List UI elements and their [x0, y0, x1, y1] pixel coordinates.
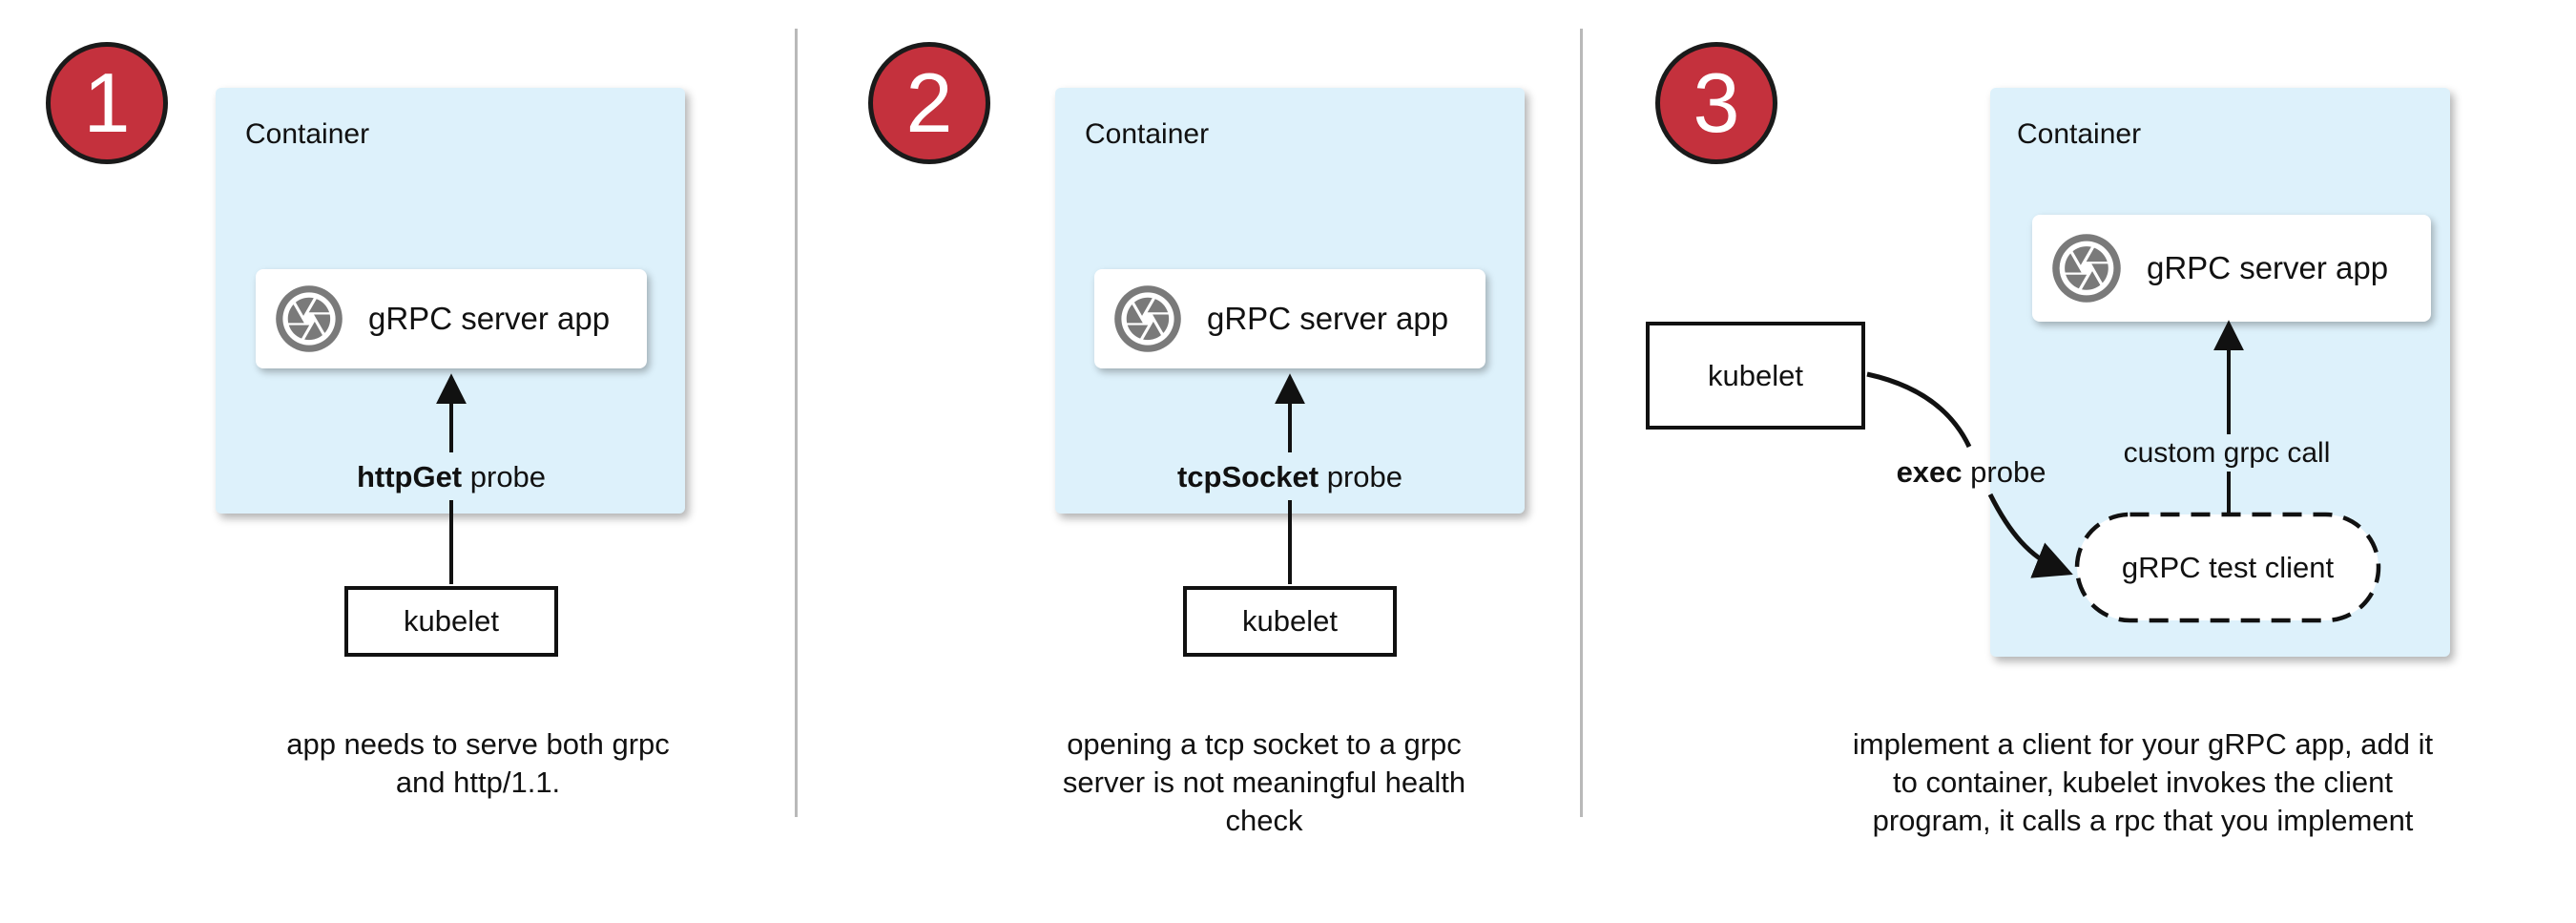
- step-number: 3: [1693, 55, 1740, 150]
- probe-label-1: httpGet probe: [260, 460, 642, 494]
- grpc-server-app-box-3: gRPC server app: [2032, 215, 2431, 322]
- exec-probe-label: exec probe: [1828, 455, 2114, 490]
- custom-grpc-call-label: custom grpc call: [2123, 437, 2331, 469]
- app-box-label: gRPC server app: [1207, 301, 1449, 336]
- test-client-text: gRPC test client: [2121, 550, 2335, 584]
- kubelet-box-1: kubelet: [344, 586, 558, 657]
- caption-line: and http/1.1.: [395, 766, 561, 799]
- step-badge-2: 2: [868, 42, 990, 164]
- caption-line: to container, kubelet invokes the client: [1893, 766, 2393, 799]
- caption-line: opening a tcp socket to a grpc: [1067, 727, 1462, 761]
- caption-1: app needs to serve both grpc and http/1.…: [192, 725, 764, 802]
- step-number: 2: [905, 55, 953, 150]
- caption-line: check: [1225, 804, 1303, 837]
- app-box-label: gRPC server app: [2147, 250, 2389, 285]
- caption-line: server is not meaningful health: [1062, 766, 1466, 799]
- kubelet-label: kubelet: [1708, 358, 1803, 392]
- caption-line: program, it calls a rpc that you impleme…: [1872, 804, 2414, 837]
- panel-divider-1: [795, 29, 798, 817]
- container-label-3: Container: [2017, 118, 2142, 150]
- camera-aperture-icon: [2052, 234, 2121, 303]
- probe-word: probe: [462, 460, 547, 493]
- caption-3: implement a client for your gRPC app, ad…: [1809, 725, 2477, 840]
- container-label-2: Container: [1085, 118, 1210, 150]
- kubelet-box-2: kubelet: [1183, 586, 1397, 657]
- container-label-1: Container: [245, 118, 370, 150]
- camera-aperture-icon: [276, 285, 343, 352]
- camera-aperture-icon: [1114, 285, 1181, 352]
- probe-word: probe: [1962, 455, 2046, 489]
- probe-kind: tcpSocket: [1176, 460, 1319, 493]
- grpc-server-app-box-1: gRPC server app: [256, 269, 647, 368]
- probe-word: probe: [1319, 460, 1403, 493]
- probe-kind: exec: [1896, 455, 1963, 489]
- curve-kubelet-to-exec-label: [1866, 371, 1972, 449]
- panel-divider-2: [1580, 29, 1583, 817]
- kubelet-label: kubelet: [1242, 604, 1338, 638]
- app-box-label: gRPC server app: [368, 301, 611, 336]
- probe-label-2: tcpSocket probe: [1099, 460, 1481, 494]
- kubelet-label: kubelet: [404, 604, 499, 638]
- grpc-test-client-label: gRPC test client: [2077, 514, 2379, 620]
- caption-2: opening a tcp socket to a grpc server is…: [978, 725, 1550, 840]
- grpc-server-app-box-2: gRPC server app: [1094, 269, 1485, 368]
- caption-line: implement a client for your gRPC app, ad…: [1852, 727, 2434, 761]
- step-badge-3: 3: [1655, 42, 1777, 164]
- caption-line: app needs to serve both grpc: [286, 727, 670, 761]
- step-badge-1: 1: [46, 42, 168, 164]
- probe-kind: httpGet: [356, 460, 463, 493]
- kubelet-box-3: kubelet: [1646, 322, 1865, 430]
- step-number: 1: [83, 55, 131, 150]
